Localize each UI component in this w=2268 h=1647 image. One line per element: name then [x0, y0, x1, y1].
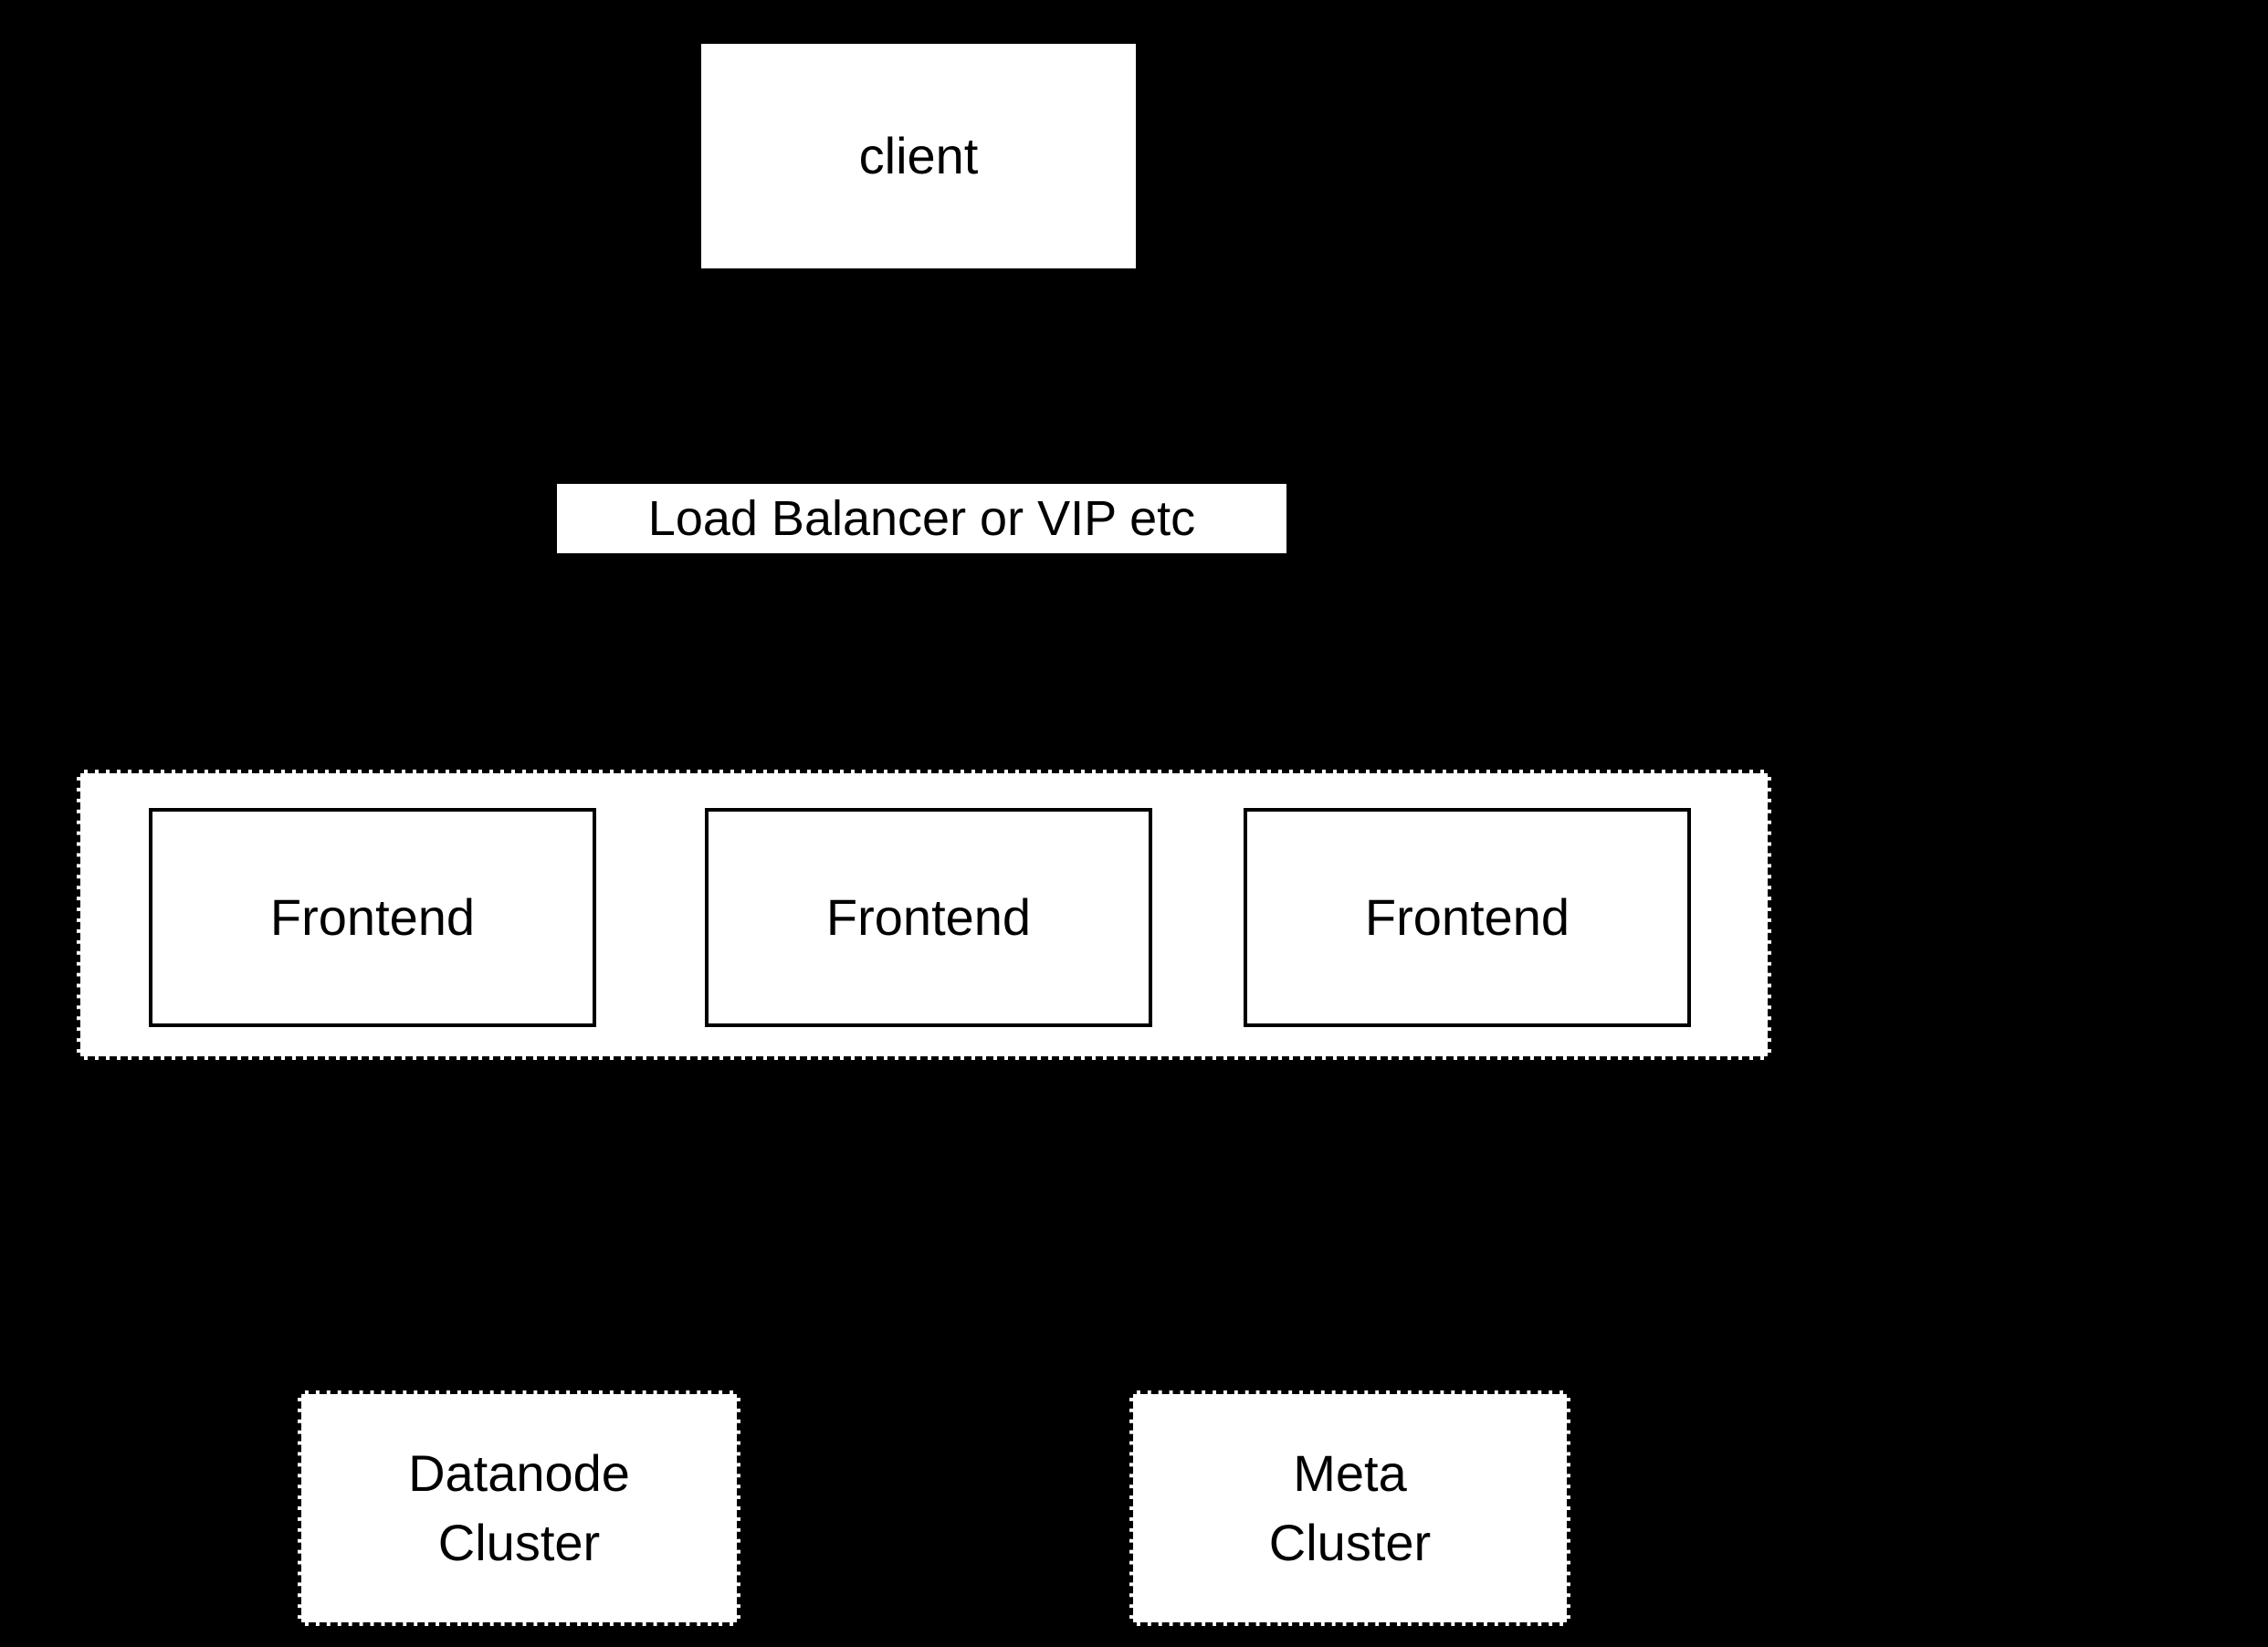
load-balancer-node: Load Balancer or VIP etc — [554, 481, 1289, 556]
frontend-cluster-container: Frontend Frontend Frontend — [77, 770, 1771, 1060]
frontend-node: Frontend — [1244, 808, 1691, 1027]
frontend-node-label: Frontend — [269, 888, 476, 947]
datanode-cluster-node: Datanode Cluster — [298, 1390, 740, 1626]
meta-cluster-node: Meta Cluster — [1129, 1390, 1570, 1626]
frontend-node: Frontend — [149, 808, 596, 1027]
frontend-node-label: Frontend — [1364, 888, 1570, 947]
meta-cluster-node-label: Meta Cluster — [1268, 1444, 1432, 1571]
frontend-node: Frontend — [705, 808, 1152, 1027]
client-node-label: client — [858, 127, 979, 185]
client-node: client — [698, 41, 1139, 271]
load-balancer-node-label: Load Balancer or VIP etc — [647, 490, 1196, 546]
frontend-node-label: Frontend — [825, 888, 1032, 947]
datanode-cluster-node-label: Datanode Cluster — [408, 1444, 630, 1571]
